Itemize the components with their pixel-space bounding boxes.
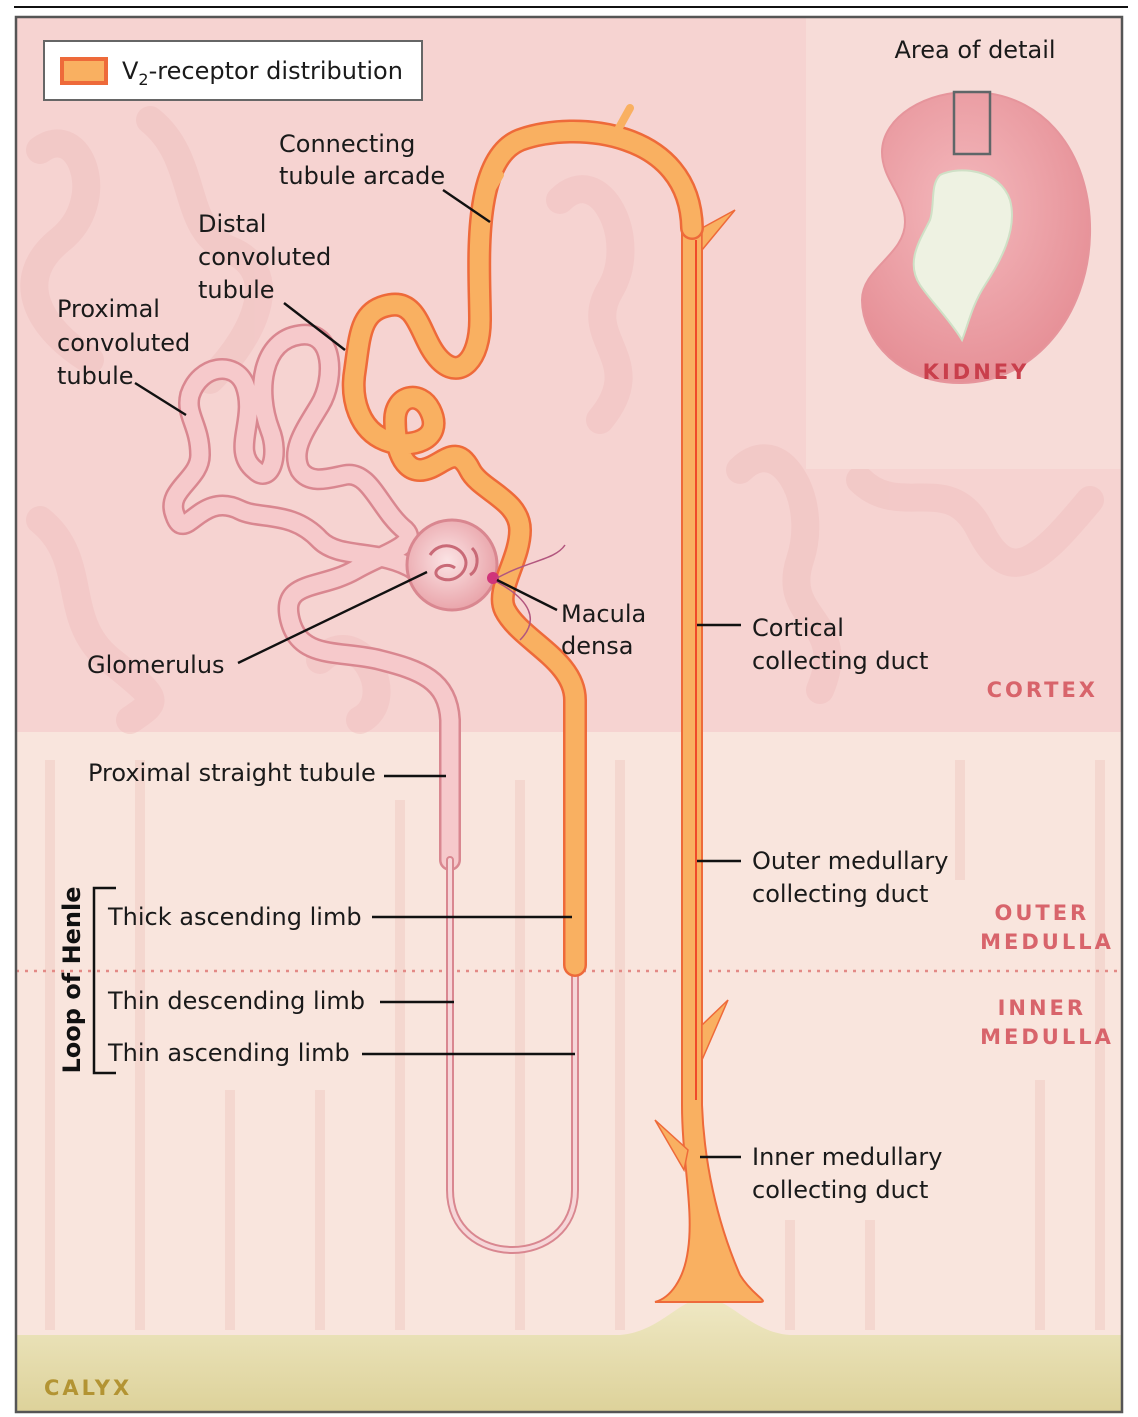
proximal-tubule [162, 323, 579, 1254]
label-cortical-duct: Cortical collecting duct [752, 614, 928, 675]
legend: V2-receptor distribution [43, 40, 423, 101]
loop-of-henle-label: Loop of Henle [58, 886, 86, 1073]
area-of-detail-box [952, 90, 992, 156]
frame [14, 15, 1124, 1414]
collecting-duct [654, 209, 764, 1303]
kidney-label: KIDNEY [923, 360, 1030, 384]
label-outer-medullary-duct: Outer medullary collecting duct [752, 847, 956, 908]
medulla-texture [45, 760, 1105, 1330]
label-thick-ascending: Thick ascending limb [107, 903, 362, 931]
arcade-branch [611, 104, 634, 139]
label-thin-ascending: Thin ascending limb [107, 1039, 350, 1067]
labels: Connecting tubule arcade Distal convolut… [57, 130, 956, 1204]
distal-tubule [341, 104, 704, 977]
label-distal-tubule: Distal convoluted tubule [198, 210, 339, 304]
kidney-inset: Area of detail KIDNEY [806, 17, 1122, 469]
glomerulus [405, 518, 499, 612]
calyx-shape [16, 1298, 1122, 1412]
legend-label-prefix: V [122, 57, 139, 85]
label-connecting-tubule: Connecting tubule arcade [279, 130, 445, 190]
region-inner-medulla: INNER MEDULLA [980, 996, 1114, 1049]
loop-of-henle-bracket: Loop of Henle [58, 886, 116, 1075]
kidney-pelvis [912, 169, 1013, 343]
label-macula-densa: Macula densa [561, 600, 654, 660]
region-outer-medulla: OUTER MEDULLA [980, 901, 1114, 954]
region-calyx: CALYX [44, 1376, 132, 1400]
macula-densa [487, 544, 566, 641]
legend-label-sub: 2 [138, 70, 148, 89]
label-proximal-tubule: Proximal convoluted tubule [57, 295, 198, 390]
arcade-branch [481, 171, 504, 204]
arcade-branch [646, 146, 672, 172]
leader-lines [134, 189, 741, 1159]
legend-label-suffix: -receptor distribution [149, 57, 403, 85]
region-cortex: CORTEX [987, 678, 1098, 702]
duct-branch [654, 1119, 689, 1173]
glomerulus-capillaries [428, 544, 479, 582]
inset-title: Area of detail [894, 36, 1055, 64]
collecting-duct-body [654, 227, 764, 1303]
duct-branch [701, 209, 736, 253]
legend-label: V2-receptor distribution [122, 57, 403, 89]
label-inner-medullary-duct: Inner medullary collecting duct [752, 1143, 950, 1204]
label-glomerulus: Glomerulus [87, 651, 225, 679]
label-proximal-straight: Proximal straight tubule [88, 759, 376, 787]
duct-branch [701, 999, 729, 1061]
legend-swatch [60, 57, 108, 85]
region-labels: CORTEX OUTER MEDULLA INNER MEDULLA CALYX [44, 678, 1114, 1400]
label-thin-descending: Thin descending limb [107, 987, 365, 1015]
